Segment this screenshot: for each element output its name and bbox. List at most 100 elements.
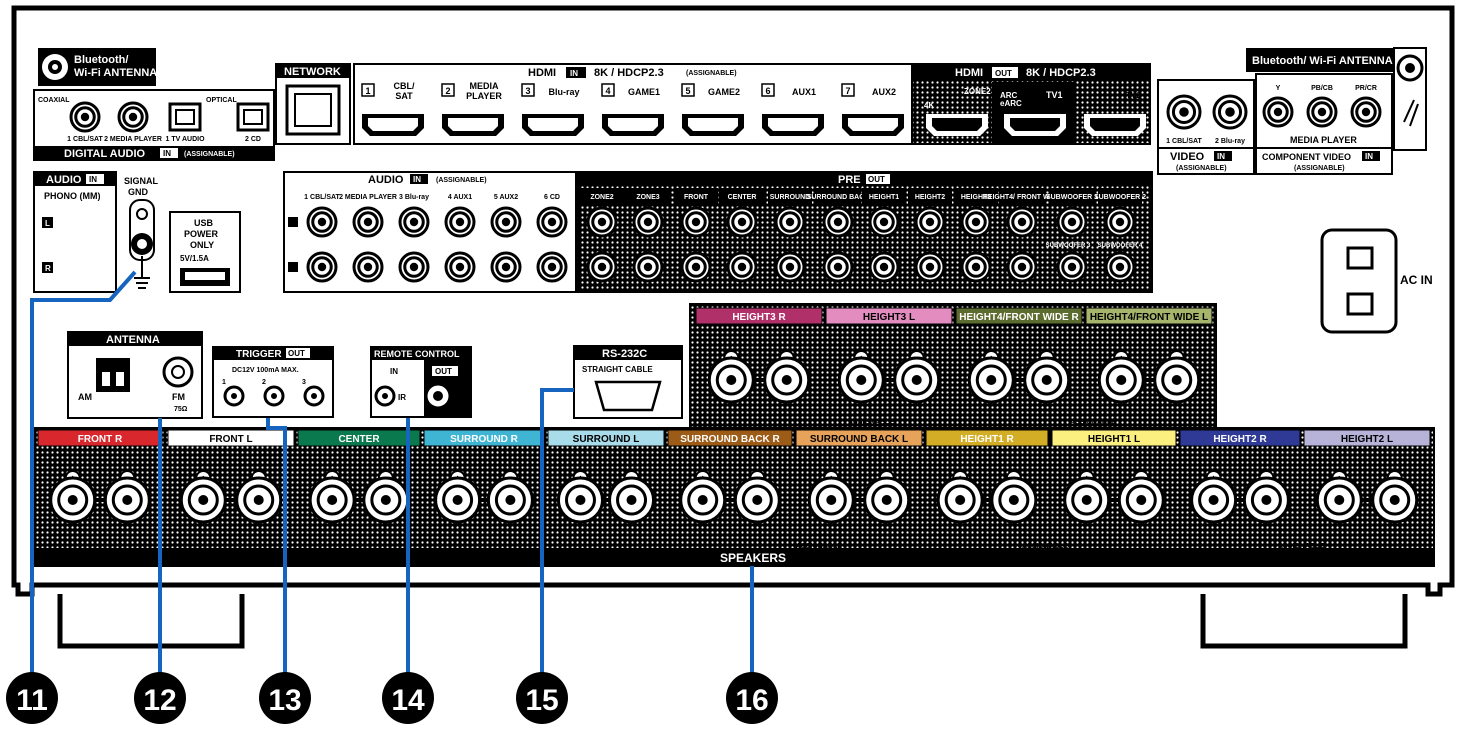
coaxial-jack-2[interactable] [117, 101, 149, 133]
trigger-badge: OUT [288, 349, 305, 358]
speaker-terminal-pair[interactable]: +− [556, 470, 656, 524]
speaker-terminal-pair[interactable]: +− [707, 350, 811, 404]
audio-in-l-jack[interactable] [444, 206, 476, 238]
speaker-terminal-pair[interactable]: +− [967, 350, 1071, 404]
bt-antenna-right[interactable]: Bluetooth/ Wi-Fi ANTENNA [1246, 47, 1427, 151]
pre-out-jack[interactable] [726, 206, 758, 238]
audio-in-l-jack[interactable] [352, 206, 384, 238]
ac-inlet[interactable]: AC IN [1320, 228, 1433, 334]
trigger-jack[interactable] [263, 385, 285, 407]
component-jack[interactable] [1306, 96, 1338, 128]
hdmi-in-jack[interactable] [362, 114, 424, 136]
pre-out-jack[interactable] [632, 206, 664, 238]
component-jack[interactable] [1350, 96, 1382, 128]
usb-port[interactable]: USB POWER ONLY 5V/1.5A [169, 211, 241, 293]
hdmi-in-jack[interactable] [842, 114, 904, 136]
antenna-panel[interactable]: ANTENNA AM FM 75Ω [67, 331, 203, 419]
rs232c-port[interactable]: RS-232C STRAIGHT CABLE [573, 345, 683, 419]
pre-out-jack[interactable] [868, 206, 900, 238]
pre-out-jack[interactable] [774, 251, 806, 283]
audio-in-r-jack[interactable] [306, 251, 338, 283]
hdmi-in-jack[interactable] [762, 114, 824, 136]
speaker-terminal-pair[interactable]: +− [308, 470, 410, 524]
pre-out-sub-jack[interactable] [1056, 206, 1088, 238]
trigger-port-number: 3 [302, 379, 306, 386]
speaker-terminal-pair[interactable]: +− [936, 470, 1038, 524]
audio-in-r-jack[interactable] [398, 251, 430, 283]
remote-control-panel[interactable]: REMOTE CONTROL IN OUT IR [370, 346, 472, 418]
signal-gnd[interactable]: SIGNAL GND [124, 176, 159, 289]
audio-in-l-jack[interactable] [306, 206, 338, 238]
pre-out-jack[interactable] [822, 206, 854, 238]
audio-in-r-jack[interactable] [352, 251, 384, 283]
pre-out-jack[interactable] [914, 251, 946, 283]
pre-out-label-text: SURROUND [770, 194, 810, 201]
hdmi-out-tv1-jack[interactable] [1004, 114, 1066, 136]
speaker-terminal-pair[interactable]: +− [1063, 470, 1165, 524]
audio-in-r-jack[interactable] [444, 251, 476, 283]
hdmi-out-zone2-jack[interactable] [926, 114, 988, 136]
pre-out-jack[interactable] [960, 251, 992, 283]
speaker-terminal-pair[interactable]: +− [434, 470, 534, 524]
hdmi-in-jack[interactable] [602, 114, 664, 136]
speaker-terminal-pair[interactable]: +− [1097, 350, 1201, 404]
pre-out-jack[interactable] [726, 251, 758, 283]
pre-out-jack[interactable] [632, 251, 664, 283]
trigger-jack[interactable] [223, 385, 245, 407]
gnd-line1: SIGNAL [124, 176, 159, 186]
hdmi-in-jack[interactable] [682, 114, 744, 136]
pre-out-jack[interactable] [586, 251, 618, 283]
pre-out-sub-jack[interactable] [1056, 251, 1088, 283]
speakers-title: SPEAKERS [720, 551, 786, 565]
trigger-spec: DC12V 100mA MAX. [232, 367, 299, 374]
speaker-terminal-pair[interactable]: +− [1190, 470, 1290, 524]
phono-title: AUDIO [46, 174, 82, 186]
pre-out-jack[interactable] [680, 251, 712, 283]
speaker-terminal-pair[interactable]: +− [49, 470, 151, 524]
audio-in-l-jack[interactable] [490, 206, 522, 238]
video-jack[interactable] [1166, 94, 1202, 130]
component-port-label: PR/CR [1355, 85, 1377, 92]
audio-in-r-jack[interactable] [490, 251, 522, 283]
audio-in-l-jack[interactable] [398, 206, 430, 238]
speaker-terminal-pair[interactable]: +− [837, 350, 941, 404]
pre-out-jack[interactable] [1006, 206, 1038, 238]
pre-out-jack[interactable] [822, 251, 854, 283]
video-title: VIDEO [1170, 151, 1205, 163]
pre-out-jack[interactable] [586, 206, 618, 238]
audio-in-title: AUDIO [368, 174, 404, 186]
callout-number-text: 15 [525, 684, 558, 717]
pre-out-label: HEIGHT1 [862, 188, 906, 204]
speaker-terminal-pair[interactable]: +− [679, 470, 781, 524]
pre-out-jack[interactable] [680, 206, 712, 238]
speaker-terminal-pair[interactable]: +− [1315, 470, 1419, 524]
optical-jack-2[interactable] [236, 102, 270, 132]
pre-out-sub-jack[interactable] [1104, 206, 1136, 238]
callout-number: 14 [382, 672, 434, 724]
hdmi-in-jack[interactable] [442, 114, 504, 136]
pre-out-sub-jack[interactable] [1104, 251, 1136, 283]
optical-jack-1[interactable] [168, 102, 202, 132]
network-port[interactable]: NETWORK [275, 63, 351, 145]
audio-in-l-jack[interactable] [536, 206, 568, 238]
digital-port-label: 1 TV AUDIO [165, 136, 205, 143]
hdmi-out-tv2-jack[interactable] [1084, 114, 1146, 136]
audio-in-r-jack[interactable] [536, 251, 568, 283]
hdmi-in-jack[interactable] [522, 114, 584, 136]
video-jack[interactable] [1212, 94, 1248, 130]
pre-out-jack[interactable] [1006, 251, 1038, 283]
pre-out-jack[interactable] [868, 251, 900, 283]
trigger-out-panel[interactable]: TRIGGER OUT DC12V 100mA MAX. [212, 346, 334, 418]
pre-out-jack[interactable] [914, 206, 946, 238]
speaker-terminal-pair[interactable]: +− [807, 470, 911, 524]
hdmi-in-number-text: 7 [845, 86, 850, 96]
speaker-terminal-pair[interactable]: +− [179, 470, 283, 524]
bt-antenna-left[interactable]: Bluetooth/ Wi-Fi ANTENNA [38, 48, 157, 86]
pre-out-jack[interactable] [960, 206, 992, 238]
pre-out-jack[interactable] [774, 206, 806, 238]
trigger-jack[interactable] [303, 385, 325, 407]
component-jack[interactable] [1262, 96, 1294, 128]
phono-badge: IN [89, 175, 97, 184]
coaxial-jack-1[interactable] [69, 101, 101, 133]
